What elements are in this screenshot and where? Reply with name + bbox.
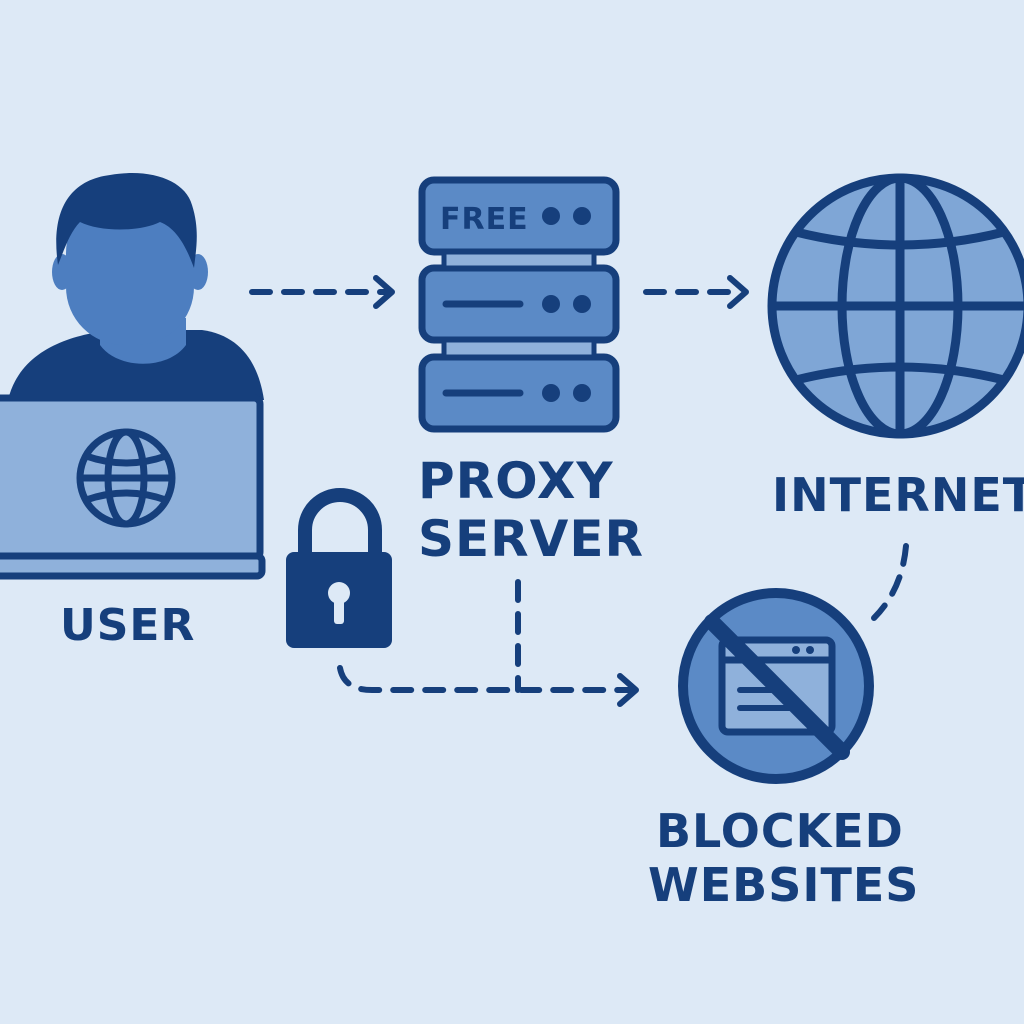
server-free-badge: FREE — [440, 202, 529, 237]
blocked-label-line1: BLOCKED — [656, 804, 904, 858]
connector-internet-to-blocked — [871, 543, 909, 621]
lock-icon — [286, 488, 392, 648]
user-label: USER — [60, 600, 196, 651]
arrow-to-blocked — [337, 579, 639, 707]
user-icon — [8, 173, 264, 400]
server-icon — [418, 176, 620, 433]
proxy-label-line2: SERVER — [418, 510, 645, 568]
blocked-website-icon — [678, 588, 874, 784]
proxy-label-line1: PROXY — [418, 452, 614, 510]
arrow-proxy-to-internet — [643, 275, 749, 309]
internet-label: INTERNET — [772, 468, 1024, 522]
laptop-globe-icon — [76, 428, 176, 528]
globe-icon — [767, 173, 1024, 439]
blocked-label-line2: WEBSITES — [648, 858, 920, 912]
arrow-user-to-proxy — [249, 275, 395, 309]
